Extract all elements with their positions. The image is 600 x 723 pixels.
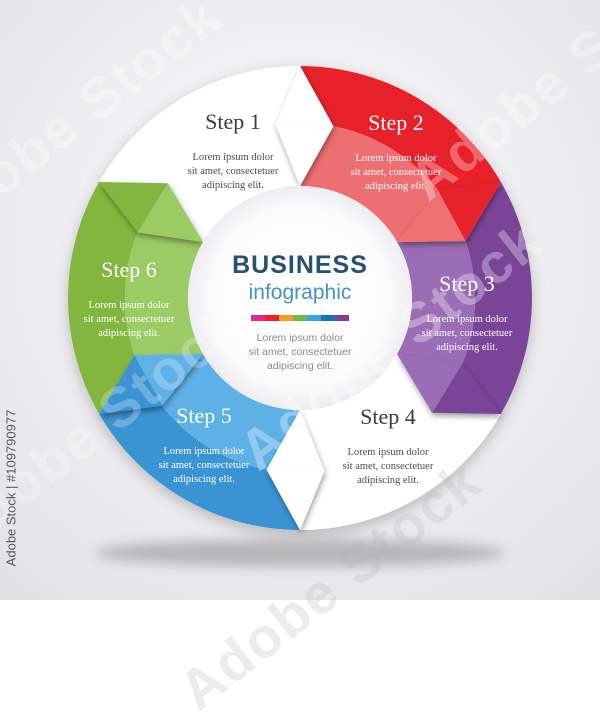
segment-step-2-outer (300, 66, 501, 211)
arrow-head-step-6 (99, 182, 203, 242)
center-disc (188, 186, 412, 410)
segment-step-4-outer (300, 412, 501, 530)
arrow-head-step-5 (99, 354, 203, 414)
segment-step-6-inner (124, 210, 203, 355)
segment-step-1-inner (167, 123, 300, 242)
ground-shadow (95, 539, 505, 567)
segment-step-2-inner (300, 126, 452, 242)
segment-step-1-outer (99, 66, 300, 184)
segment-step-6-outer (68, 182, 149, 414)
arrow-head-step-3 (397, 354, 501, 414)
segment-step-4-inner (300, 354, 433, 473)
arrow-head-step-1 (275, 66, 334, 186)
segment-step-3-inner (397, 241, 476, 386)
segment-step-5-inner (148, 354, 300, 470)
arrow-head-step-2 (397, 182, 501, 242)
arrow-head-step-4 (266, 410, 325, 530)
circle-arrows-graphic (68, 66, 532, 567)
segment-step-5-outer (99, 385, 300, 530)
segment-step-3-outer (451, 182, 532, 414)
arrow-segments (68, 66, 532, 530)
